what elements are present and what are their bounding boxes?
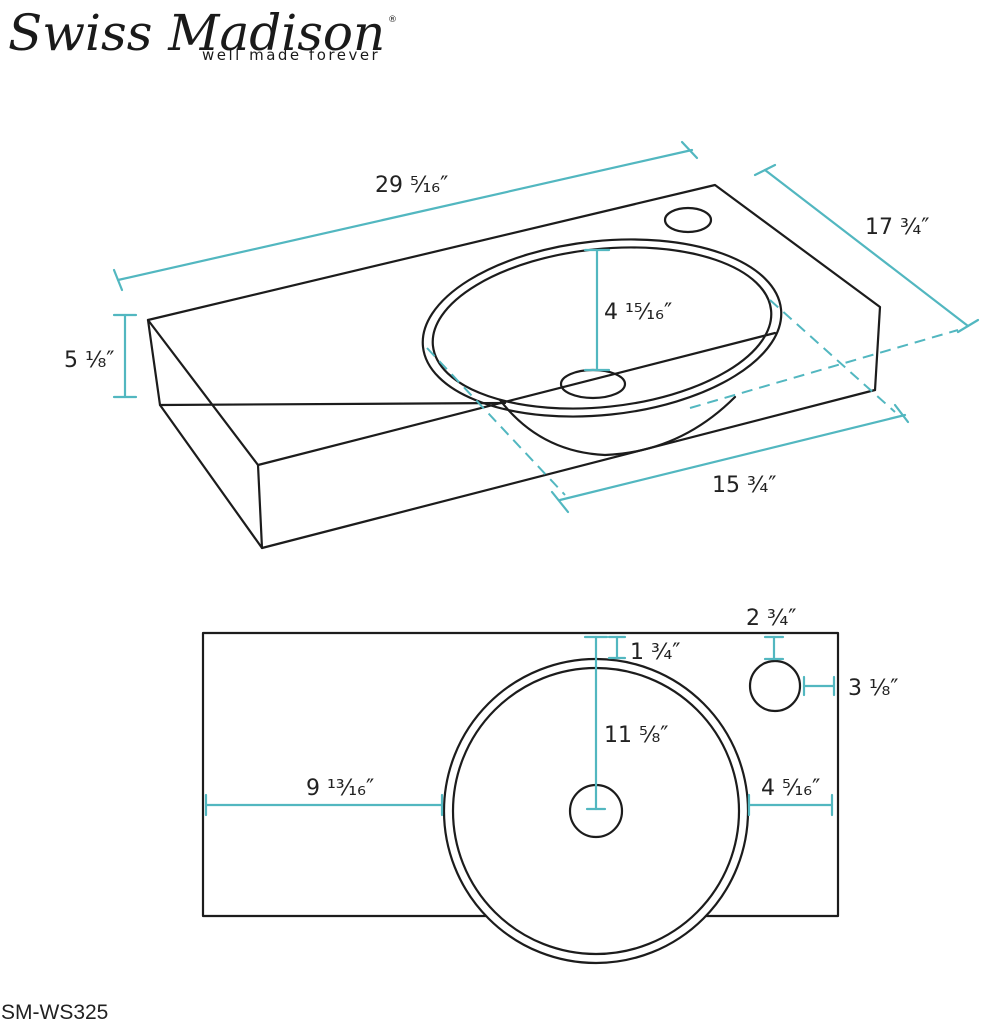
back-to-faucet-hole-label: 2 ³⁄₄″ (746, 606, 797, 631)
length-label: 29 ⁵⁄₁₆″ (375, 173, 448, 198)
bowl-width-label: 15 ³⁄₄″ (712, 473, 777, 498)
bowl-width-dimension-line (558, 413, 907, 502)
model-number: SM-WS325 (1, 1001, 108, 1024)
height-label: 5 ¹⁄₈″ (64, 348, 115, 373)
side-to-faucet-hole-label: 3 ¹⁄₈″ (848, 676, 899, 701)
depth-dimension-line (763, 168, 970, 328)
block-front-face (256, 331, 777, 467)
bowl-rim-outer (421, 238, 783, 418)
isometric-view (112, 140, 980, 550)
bowl-depth-label: 4 ¹⁵⁄₁₆″ (604, 300, 672, 325)
brand-logo: Swiss Madison ® well made forever (8, 4, 397, 64)
brand-name: Swiss Madison (8, 4, 385, 62)
bowl-underside (498, 395, 737, 457)
length-dimension-line (116, 148, 694, 282)
faucet-hole-iso (663, 206, 713, 234)
block-front-left (146, 318, 264, 550)
block-underside-edge (158, 401, 507, 407)
depth-label: 17 ³⁄₄″ (865, 215, 930, 240)
back-to-bowl-label: 1 ³⁄₄″ (630, 640, 681, 665)
bowl-rim-inner (431, 246, 773, 410)
drain-hole-iso (559, 368, 627, 400)
block-top-edges (146, 183, 882, 392)
faucet-hole-circle (748, 659, 802, 713)
top-view (201, 631, 840, 965)
right-to-bowl-label: 4 ⁵⁄₁₆″ (761, 776, 820, 801)
block-bottom-edge (260, 388, 877, 550)
front-to-drain-label: 11 ⁵⁄₈″ (604, 723, 669, 748)
left-to-bowl-label: 9 ¹³⁄₁₆″ (306, 776, 374, 801)
registered-mark: ® (388, 15, 397, 25)
brand-tagline: well made forever (202, 46, 380, 64)
